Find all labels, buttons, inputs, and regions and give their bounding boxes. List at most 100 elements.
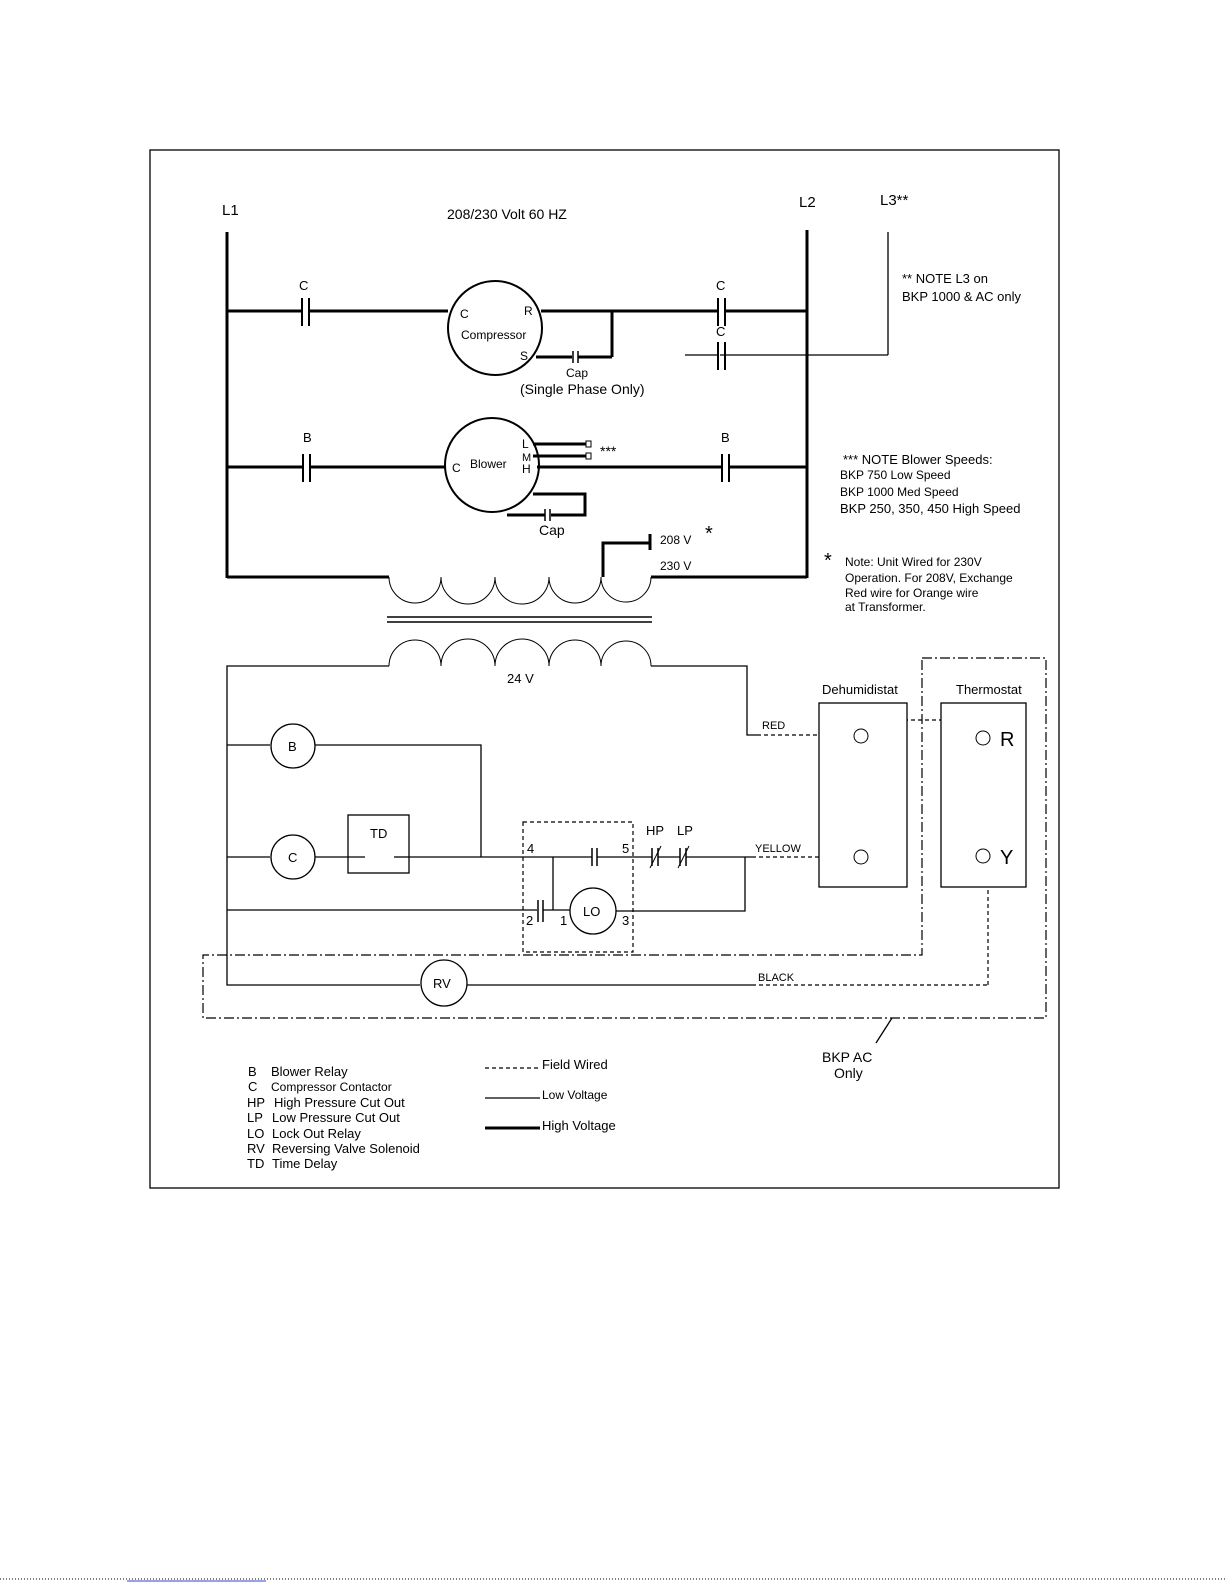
- blower-note-title: *** NOTE Blower Speeds:: [843, 452, 993, 467]
- xfmr-note-star: *: [824, 550, 832, 572]
- legend-high-voltage-label: High Voltage: [542, 1118, 616, 1133]
- label-l1: L1: [222, 202, 239, 219]
- legend-desc-5: Lock Out Relay: [272, 1126, 361, 1141]
- contactor-c-right-label: C: [716, 278, 725, 293]
- wire-lo-3-to-yellow: [616, 857, 746, 912]
- legend-low-voltage-label: Low Voltage: [542, 1088, 608, 1102]
- bkp-ac-boundary: [202, 657, 1047, 1019]
- blower-motor: [444, 417, 540, 513]
- compressor-s-terminal: S: [520, 349, 528, 363]
- legend-code-3: HP: [247, 1095, 265, 1110]
- transformer-primary-coil: [388, 576, 652, 605]
- hp-slash: [649, 845, 662, 869]
- reversing-valve-coil: [420, 959, 468, 1007]
- legend-code-2: C: [248, 1079, 257, 1094]
- legend-code-6: RV: [247, 1141, 265, 1156]
- wire-b-relay-right: [315, 744, 482, 857]
- legend-desc-6: Reversing Valve Solenoid: [272, 1141, 420, 1156]
- tap-230-label: 230 V: [660, 559, 691, 573]
- diagram-frame: [149, 149, 1060, 1189]
- wire-24v-hot: [651, 665, 757, 736]
- bkp-ac-leader: [875, 1017, 893, 1044]
- blower-speed-stars: ***: [600, 443, 617, 459]
- reversing-valve-label: RV: [433, 976, 451, 991]
- hp-label: HP: [646, 823, 664, 838]
- legend-desc-1: Blower Relay: [271, 1064, 348, 1079]
- lockout-relay-label: LO: [583, 904, 600, 919]
- wire-common-rail: [226, 665, 420, 986]
- wire-blower-cap-loop: [533, 492, 587, 517]
- blower-h-terminal: H: [522, 462, 531, 476]
- compressor-cap-label: Cap: [566, 366, 588, 380]
- dehumidistat-terminal-top: [853, 728, 869, 744]
- transformer-secondary-coil: [388, 638, 652, 667]
- dehumidistat-title: Dehumidistat: [822, 682, 898, 697]
- legend-desc-4: Low Pressure Cut Out: [272, 1110, 400, 1125]
- blower-note-line-3: BKP 250, 350, 450 High Speed: [840, 501, 1020, 516]
- lp-label: LP: [677, 823, 693, 838]
- wire-red-label: RED: [762, 720, 785, 732]
- tap-208-star: *: [705, 523, 713, 545]
- blower-m-terminal: M: [522, 452, 531, 464]
- dehumidistat-terminal-bottom: [853, 849, 869, 865]
- blower-med-lead-cap: [585, 452, 592, 460]
- thermostat-terminal-r: [975, 730, 991, 746]
- single-phase-label: (Single Phase Only): [520, 381, 645, 397]
- blower-name: Blower: [470, 457, 507, 471]
- lockout-terminal-3: 3: [622, 913, 629, 928]
- thermostat-r-label: R: [1000, 729, 1014, 751]
- contactor-c-left-label: C: [299, 278, 308, 293]
- lockout-terminal-2: 2: [526, 913, 533, 928]
- legend-code-5: LO: [247, 1126, 264, 1141]
- xfmr-note-line-2: Operation. For 208V, Exchange: [845, 571, 1013, 585]
- thermostat-terminal-y: [975, 848, 991, 864]
- legend-field-wired-label: Field Wired: [542, 1057, 608, 1072]
- time-delay-label: TD: [370, 826, 387, 841]
- bkp-ac-label-line1: BKP AC: [822, 1049, 872, 1065]
- wire-black-label: BLACK: [758, 972, 795, 984]
- blower-note-line-1: BKP 750 Low Speed: [840, 468, 951, 482]
- legend-code-7: TD: [247, 1156, 264, 1171]
- supply-voltage-label: 208/230 Volt 60 HZ: [447, 206, 567, 222]
- thermostat-y-label: Y: [1000, 847, 1013, 869]
- time-delay-box: [347, 814, 410, 874]
- xfmr-note-line-1: Note: Unit Wired for 230V: [845, 555, 982, 569]
- contactor-c-l3-label: C: [716, 324, 725, 339]
- legend-desc-3: High Pressure Cut Out: [274, 1095, 405, 1110]
- lockout-terminal-1: 1: [560, 913, 567, 928]
- label-l2: L2: [799, 194, 816, 211]
- compressor-name: Compressor: [461, 328, 526, 342]
- contactor-b-left-label: B: [303, 430, 312, 445]
- contactor-b-right-label: B: [721, 430, 730, 445]
- blower-relay-coil: [270, 723, 316, 769]
- compressor-motor: [447, 280, 543, 376]
- lockout-relay-box: [522, 821, 634, 953]
- label-l3: L3**: [880, 192, 909, 209]
- legend-desc-2: Compressor Contactor: [271, 1080, 392, 1094]
- legend-code-1: B: [248, 1064, 257, 1079]
- legend-code-4: LP: [247, 1110, 263, 1125]
- l3-note-line2: BKP 1000 & AC only: [902, 289, 1022, 304]
- compressor-c-terminal: C: [460, 307, 469, 321]
- l3-note-line1: ** NOTE L3 on: [902, 271, 988, 286]
- secondary-voltage-label: 24 V: [507, 671, 534, 686]
- compressor-r-terminal: R: [524, 304, 533, 318]
- legend-abbreviations: B Blower Relay C Compressor Contactor HP…: [247, 1064, 420, 1171]
- legend-line-types: Field Wired Low Voltage High Voltage: [485, 1057, 616, 1133]
- bkp-ac-label-line2: Only: [834, 1065, 863, 1081]
- blower-c-terminal: C: [452, 461, 461, 475]
- blower-l-terminal: L: [522, 437, 529, 451]
- tap-208-label: 208 V: [660, 533, 691, 547]
- compressor-contactor-label: C: [288, 850, 297, 865]
- blower-relay-label: B: [288, 739, 297, 754]
- legend-desc-7: Time Delay: [272, 1156, 338, 1171]
- xfmr-note-line-3: Red wire for Orange wire: [845, 586, 979, 600]
- xfmr-note-line-4: at Transformer.: [845, 600, 926, 614]
- lockout-terminal-4: 4: [527, 841, 534, 856]
- wire-yellow-label: YELLOW: [755, 843, 801, 855]
- wire-208-tap: [601, 541, 650, 577]
- thermostat-title: Thermostat: [956, 682, 1022, 697]
- lp-slash: [677, 845, 690, 869]
